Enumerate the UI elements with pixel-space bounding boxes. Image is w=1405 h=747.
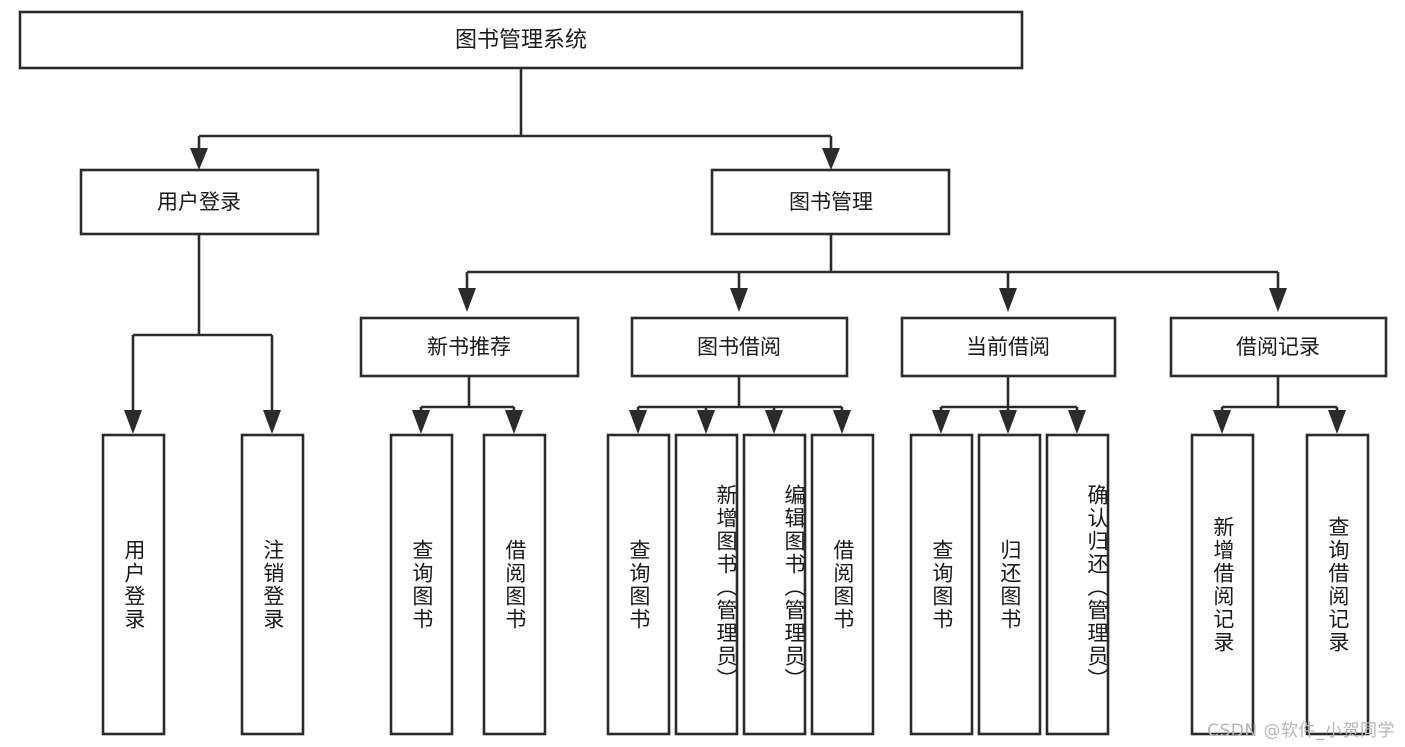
connector-group-current-borrow — [932, 376, 1086, 434]
arrow-head-bb-1 — [629, 410, 647, 434]
connector-group-root — [190, 68, 840, 170]
arrow-head-cb-1 — [932, 410, 950, 434]
leaf-box-book-borrow-1[interactable] — [606, 433, 671, 736]
connector-group-user-login — [124, 234, 281, 434]
connector-group-book-borrow — [629, 376, 851, 434]
leaf-box-user-login-1[interactable] — [101, 433, 166, 736]
leaf-box-new-book-2[interactable] — [482, 433, 547, 736]
node-user-login-box[interactable] — [79, 168, 320, 236]
node-current-borrow[interactable]: 当前借阅 — [900, 316, 1117, 378]
node-root-system-label: 图书管理系统 — [455, 28, 587, 53]
connector-group-new-book — [412, 376, 523, 434]
arrow-head-book-manage — [822, 148, 840, 170]
node-book-borrow-box[interactable] — [630, 316, 849, 378]
node-book-manage[interactable]: 图书管理 — [710, 168, 951, 236]
leaf-box-current-borrow-1[interactable] — [909, 433, 974, 736]
leaf-box-book-borrow-4[interactable] — [810, 433, 875, 736]
node-current-borrow-label: 当前借阅 — [966, 335, 1050, 359]
node-book-manage-box[interactable] — [710, 168, 951, 236]
arrow-head-br-2 — [1328, 410, 1346, 434]
node-user-login[interactable]: 用户登录 — [79, 168, 320, 236]
arrow-head-bm-3 — [999, 288, 1017, 312]
node-new-book-recommend-box[interactable] — [359, 316, 580, 378]
arrow-head-bb-4 — [833, 410, 851, 434]
node-book-borrow-label: 图书借阅 — [697, 335, 781, 359]
arrow-head-bm-2 — [730, 288, 748, 312]
node-borrow-record[interactable]: 借阅记录 — [1169, 316, 1388, 378]
node-book-manage-label: 图书管理 — [789, 190, 873, 214]
arrow-head-cb-3 — [1068, 410, 1086, 434]
connector-group-borrow-record — [1213, 376, 1346, 434]
arrow-head-bb-3 — [765, 410, 783, 434]
connector-group-book-manage — [458, 234, 1287, 312]
node-borrow-record-box[interactable] — [1169, 316, 1388, 378]
arrow-head-bb-2 — [697, 410, 715, 434]
node-borrow-record-label: 借阅记录 — [1236, 335, 1320, 359]
leaf-box-current-borrow-2[interactable] — [977, 433, 1042, 736]
arrow-head-ul-2 — [263, 410, 281, 434]
arrow-head-br-1 — [1213, 410, 1231, 434]
arrow-head-user-login — [190, 148, 208, 170]
arrow-head-cb-2 — [999, 410, 1017, 434]
arrow-head-ul-1 — [124, 410, 142, 434]
leaf-box-borrow-record-2[interactable] — [1305, 433, 1370, 736]
arrow-head-nb-2 — [505, 410, 523, 434]
node-root-system-box[interactable] — [18, 10, 1024, 70]
node-new-book-recommend-label: 新书推荐 — [427, 335, 511, 359]
node-current-borrow-box[interactable] — [900, 316, 1117, 378]
leaf-box-borrow-record-1[interactable] — [1190, 433, 1255, 736]
arrow-head-nb-1 — [412, 410, 430, 434]
arrow-head-bm-4 — [1269, 288, 1287, 312]
node-user-login-label: 用户登录 — [157, 190, 241, 214]
node-book-borrow[interactable]: 图书借阅 — [630, 316, 849, 378]
csdn-watermark: CSDN @软件_小贺同学 — [1207, 721, 1395, 741]
node-new-book-recommend[interactable]: 新书推荐 — [359, 316, 580, 378]
arrow-head-bm-1 — [458, 288, 476, 312]
leaf-box-book-borrow-3[interactable] — [742, 433, 807, 736]
node-root-system[interactable]: 图书管理系统 — [18, 10, 1024, 70]
leaf-box-book-borrow-2[interactable] — [674, 433, 739, 736]
leaf-box-user-login-2[interactable] — [240, 433, 305, 736]
leaf-box-current-borrow-3[interactable] — [1045, 433, 1110, 736]
leaf-box-new-book-1[interactable] — [389, 433, 454, 736]
